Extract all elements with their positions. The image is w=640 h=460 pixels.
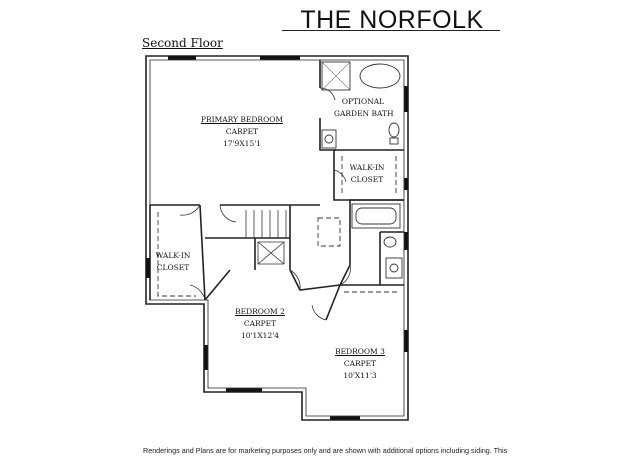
door-swing bbox=[289, 269, 301, 291]
garden-tub bbox=[359, 63, 401, 89]
title-underline bbox=[282, 30, 500, 31]
plan-title: THE NORFOLK bbox=[300, 6, 484, 34]
stair-box bbox=[257, 241, 285, 265]
room-floor: CARPET bbox=[243, 319, 277, 328]
door-swing bbox=[333, 169, 347, 183]
walk-in-closet-primary-label: WALK-IN CLOSET bbox=[346, 162, 388, 186]
vanity bbox=[385, 257, 403, 279]
label-line: WALK-IN bbox=[349, 163, 385, 172]
bath-wall bbox=[319, 60, 336, 151]
closet-rod bbox=[341, 156, 397, 196]
toilet bbox=[388, 122, 400, 138]
door-swing bbox=[189, 284, 206, 301]
bedroom2-wall bbox=[204, 238, 256, 301]
vanity bbox=[321, 129, 337, 149]
bedroom3-label: BEDROOM 3 CARPET 10'X11'3 bbox=[330, 346, 390, 382]
room-size: 10'1X12'4 bbox=[240, 331, 280, 340]
door-swing bbox=[219, 204, 237, 223]
label-line: WALK-IN bbox=[155, 251, 191, 260]
door-swing bbox=[179, 204, 201, 216]
room-size: 17'9X15'1 bbox=[222, 139, 262, 148]
room-size: 10'X11'3 bbox=[343, 371, 377, 380]
walk-in-closet-left-label: WALK-IN CLOSET bbox=[152, 250, 194, 274]
closet-rod bbox=[157, 212, 196, 297]
stairs bbox=[245, 210, 287, 238]
bedroom3-wall bbox=[325, 284, 404, 321]
label-line: CLOSET bbox=[350, 175, 384, 184]
door-swing bbox=[319, 87, 336, 101]
disclaimer-text: Renderings and Plans are for marketing p… bbox=[143, 446, 508, 455]
closet-left-wall bbox=[149, 204, 206, 301]
exterior-wall bbox=[145, 55, 409, 421]
room-name: BEDROOM 3 bbox=[335, 347, 385, 356]
door-swing bbox=[311, 304, 327, 321]
optional-bath-label: OPTIONAL GARDEN BATH bbox=[334, 96, 394, 120]
primary-bedroom-label: PRIMARY BEDROOM CARPET 17'9X15'1 bbox=[196, 114, 288, 150]
room-floor: CARPET bbox=[343, 359, 377, 368]
hall-wall bbox=[289, 200, 351, 291]
bedroom2-label: BEDROOM 2 CARPET 10'1X12'4 bbox=[230, 306, 290, 342]
shower bbox=[321, 61, 351, 91]
room-floor: CARPET bbox=[225, 127, 259, 136]
bath2-wall bbox=[350, 199, 404, 285]
stair-wall bbox=[205, 205, 291, 270]
label-line: GARDEN BATH bbox=[334, 109, 394, 118]
floor-label: Second Floor bbox=[142, 36, 223, 50]
toilet bbox=[383, 236, 397, 248]
label-line: CLOSET bbox=[156, 263, 190, 272]
exterior-wall-inner bbox=[149, 59, 405, 417]
bathtub bbox=[351, 203, 401, 229]
room-name: BEDROOM 2 bbox=[235, 307, 285, 316]
label-line: OPTIONAL bbox=[341, 97, 385, 106]
door-swing bbox=[339, 264, 351, 286]
room-name: PRIMARY BEDROOM bbox=[200, 115, 284, 124]
attic-access bbox=[317, 217, 341, 247]
